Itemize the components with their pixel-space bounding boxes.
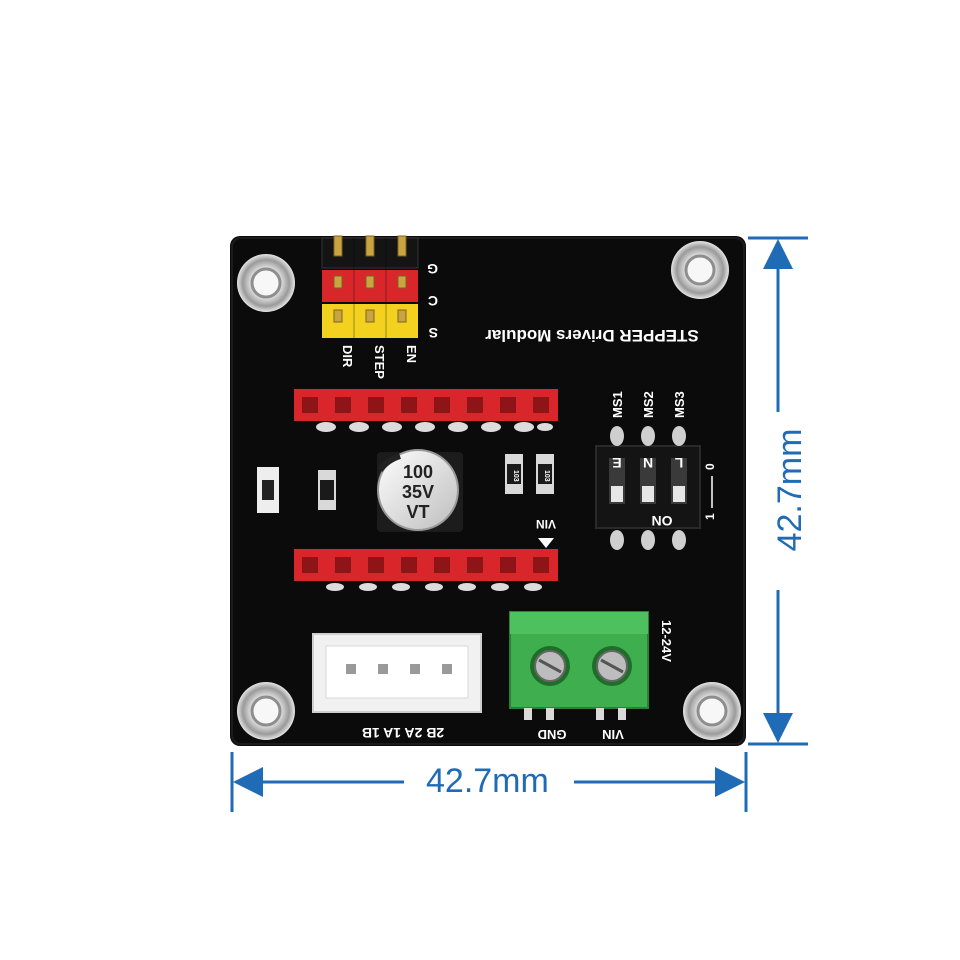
row-label-g: G xyxy=(427,261,438,277)
capacitor-line-3: VT xyxy=(406,502,429,522)
capacitor-line-1: 100 xyxy=(403,462,433,482)
label-dir: DIR xyxy=(340,345,355,368)
resistors: 103 103 xyxy=(318,454,554,510)
electrolytic-capacitor: 100 35V VT xyxy=(377,449,463,532)
dip-state-1: 1 xyxy=(703,513,717,520)
bottom-female-header xyxy=(294,549,558,591)
capacitor-line-2: 35V xyxy=(402,482,434,502)
dip-switch-labels: MS1 MS2 MS3 xyxy=(610,391,687,418)
label-en: EN xyxy=(404,345,419,363)
terminal-labels: GND VIN xyxy=(538,727,624,742)
dip-label-ms1: MS1 xyxy=(610,391,625,418)
smd-component-left xyxy=(257,467,279,513)
dip-lever-e: E xyxy=(612,455,621,471)
mounting-holes xyxy=(237,241,741,740)
dip-lever-l: L xyxy=(674,455,683,471)
height-dimension xyxy=(748,236,808,746)
svg-text:VIN: VIN xyxy=(536,517,556,531)
row-label-s: S xyxy=(429,325,438,341)
height-dimension-label: 42.7mm xyxy=(771,420,809,560)
motor-pin-labels: 2B 2A 1A 1B xyxy=(362,725,444,741)
dip-switch: E N L ON xyxy=(595,426,701,550)
dip-state-0: 0 xyxy=(703,463,717,470)
power-terminal-block xyxy=(509,611,649,720)
terminal-label-gnd: GND xyxy=(538,727,567,742)
resistor-code-1: 103 xyxy=(512,470,519,482)
board-title: STEPPER Drivers Modular xyxy=(485,326,699,345)
dip-state-labels: 0 1 xyxy=(703,463,717,520)
dip-label-ms3: MS3 xyxy=(672,391,687,418)
dip-on-label: ON xyxy=(652,513,673,529)
width-dimension xyxy=(230,752,748,812)
motor-connector xyxy=(312,633,482,713)
label-step: STEP xyxy=(372,345,387,379)
terminal-label-vin: VIN xyxy=(602,727,624,742)
resistor-code-2: 103 xyxy=(543,470,550,482)
control-pin-header xyxy=(321,235,419,338)
control-row-labels: G C S xyxy=(427,261,438,341)
dip-lever-n: N xyxy=(643,455,653,471)
power-voltage-label: 12-24V xyxy=(659,620,674,662)
vin-marker: VIN xyxy=(536,517,556,548)
control-header-labels: DIR STEP EN xyxy=(340,345,419,379)
top-female-header xyxy=(294,389,558,432)
width-dimension-label: 42.7mm xyxy=(418,764,557,798)
dip-label-ms2: MS2 xyxy=(641,391,656,418)
row-label-c: C xyxy=(428,293,438,309)
